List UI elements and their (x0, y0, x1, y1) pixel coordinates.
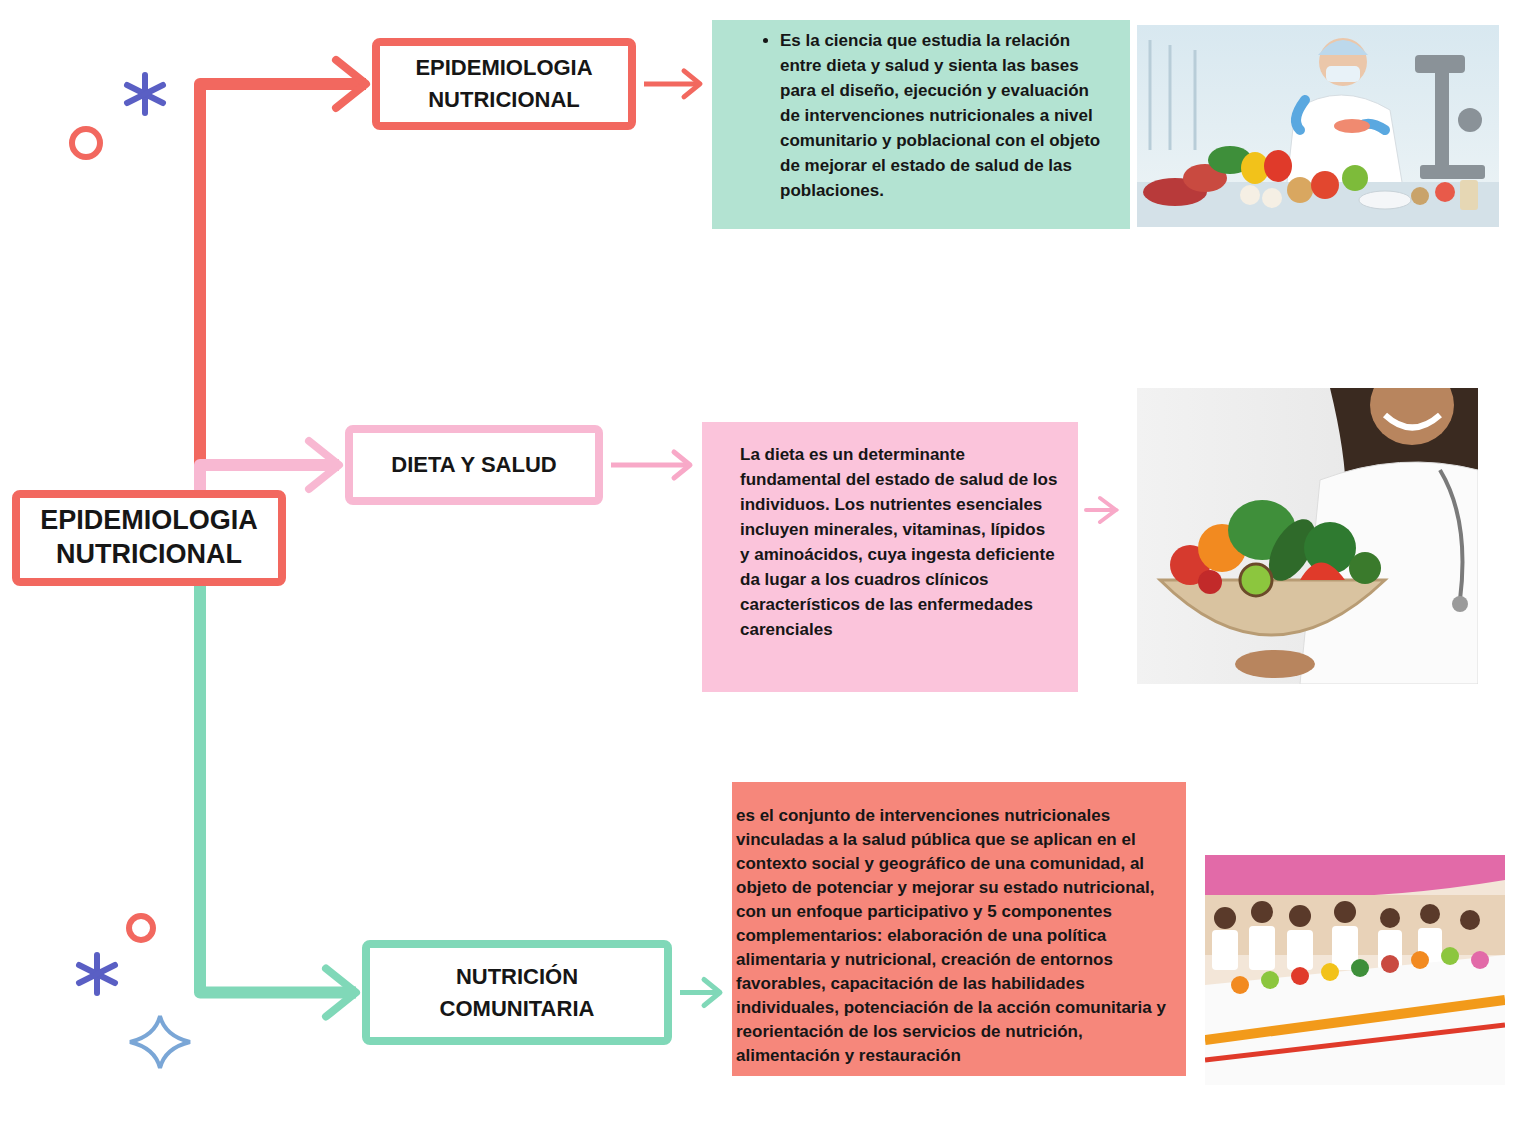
star-mark (130, 1016, 190, 1068)
asterisk (127, 75, 163, 113)
node-body: La dieta es un determinante fundamental … (740, 442, 1058, 642)
arrow-head (674, 452, 690, 478)
description-box: La dieta es un determinante fundamental … (702, 422, 1078, 692)
arrow-head (336, 60, 366, 108)
connector (200, 60, 366, 490)
connector (644, 71, 700, 97)
node-body: Es la ciencia que estudia la relación en… (780, 28, 1110, 203)
description-box: Es la ciencia que estudia la relación en… (712, 20, 1130, 229)
connector (680, 980, 720, 1006)
connector-line (644, 81, 700, 86)
node-title: EPIDEMIOLOGIA NUTRICIONAL (404, 52, 604, 116)
circle-mark (129, 916, 153, 940)
branch-box: EPIDEMIOLOGIA NUTRICIONAL (372, 38, 636, 130)
description-box: es el conjunto de intervenciones nutrici… (732, 782, 1186, 1076)
arrow-head (309, 441, 339, 489)
doctor-picture (1137, 388, 1478, 684)
arrow-head (704, 980, 720, 1006)
node-title: DIETA Y SALUD (391, 449, 556, 481)
arrow-head (684, 71, 700, 97)
node-body: es el conjunto de intervenciones nutrici… (736, 804, 1180, 1068)
connector (200, 441, 339, 490)
node-title: EPIDEMIOLOGIA NUTRICIONAL (28, 504, 270, 572)
branch-box: NUTRICIÓN COMUNITARIA (362, 940, 672, 1045)
lab-picture (1137, 25, 1499, 227)
node-title: NUTRICIÓN COMUNITARIA (407, 961, 627, 1025)
root-box: EPIDEMIOLOGIA NUTRICIONAL (12, 490, 286, 586)
picture-arrow (1086, 498, 1116, 522)
arrow-head (326, 969, 356, 1017)
circle-mark (72, 129, 100, 157)
connector-line (200, 84, 366, 490)
connector-line (200, 586, 356, 993)
connector (611, 452, 690, 478)
asterisk (79, 955, 115, 993)
connector-line (611, 463, 690, 468)
market-picture (1205, 855, 1505, 1085)
branch-box: DIETA Y SALUD (345, 425, 603, 505)
connector (200, 586, 356, 1017)
